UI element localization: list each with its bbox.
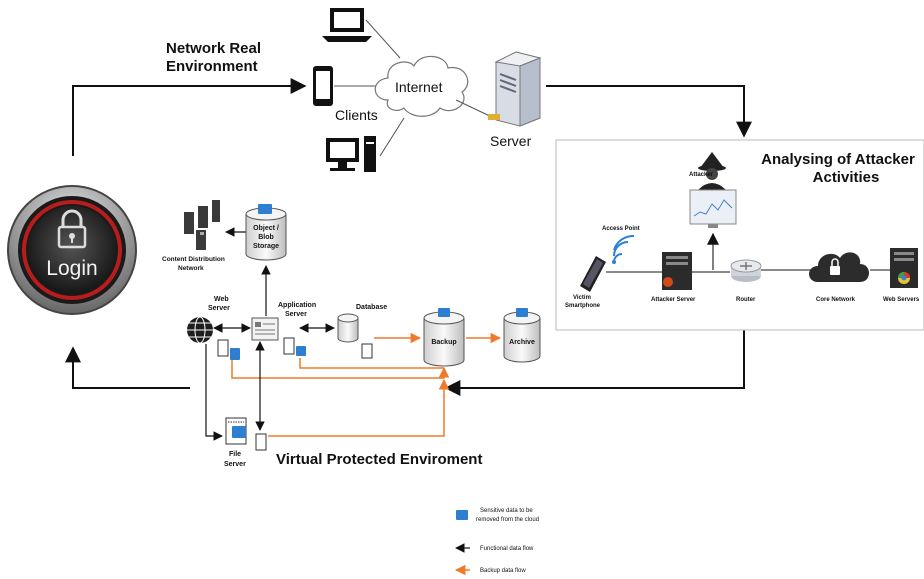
server-label: Server: [490, 133, 532, 149]
wifi-icon: [612, 234, 635, 264]
legend: Sensitive data to be removed from the cl…: [454, 508, 539, 576]
network-real-title-2: Environment: [166, 58, 258, 75]
arrow-web-to-file-server: [205, 344, 223, 441]
core-network-cloud-icon: [809, 252, 869, 282]
sensitive-data-icon: [232, 426, 246, 438]
virtual-env-title: Virtual Protected Enviroment: [276, 451, 482, 468]
web-servers-icon: [890, 248, 918, 288]
attacker-icon: [698, 152, 726, 190]
archive-label: Archive: [509, 339, 535, 346]
desktop-icon: [326, 136, 376, 172]
cdn-label-1: Content Distribution: [162, 256, 225, 263]
app-server-label-1: Application: [278, 302, 316, 309]
victim-label-1: Victim: [573, 295, 591, 301]
object-blob-storage-icon: [245, 204, 287, 261]
arrow-server-to-analysis: [546, 85, 752, 138]
backup-flow-file-to-backup: [268, 378, 450, 437]
legend-backup-label: Backup data flow: [480, 568, 526, 574]
file-server-label-1: File: [229, 451, 241, 458]
access-point-label: Access Point: [602, 226, 640, 232]
sensitive-data-icon: [230, 348, 240, 360]
internet-label: Internet: [395, 79, 443, 95]
laptop-icon: [322, 8, 372, 42]
object-storage-label-2: Blob: [258, 234, 274, 241]
app-server-doc-icon: [283, 337, 306, 356]
attacker-server-icon: [662, 252, 692, 290]
attacker-label: Attacker: [689, 172, 714, 178]
archive-icon: [503, 308, 541, 363]
sensitive-data-icon: [438, 308, 450, 317]
web-server-doc-icon: [217, 339, 240, 360]
object-storage-label-3: Storage: [253, 243, 279, 250]
web-server-label-2: Server: [208, 305, 230, 312]
login-label: Login: [46, 257, 97, 280]
attacker-analysis-panel: Analysing of Attacker Activities Attacke…: [555, 139, 924, 331]
arrow-virtual-to-login: [65, 346, 190, 389]
legend-sensitive-icon: [456, 510, 468, 520]
legend-sensitive-1: Sensitive data to be: [480, 508, 533, 514]
link-desktop-internet: [379, 117, 405, 157]
web-server-globe-icon: [187, 316, 213, 344]
victim-label-2: Smartphone: [565, 303, 601, 309]
file-server-icon: [225, 417, 267, 451]
sensitive-data-icon: [296, 346, 306, 356]
sensitive-data-icon: [258, 204, 272, 214]
backup-label: Backup: [431, 339, 456, 346]
database-label: Database: [356, 304, 387, 311]
arrow-analysis-to-virtual: [444, 330, 745, 396]
padlock-icon: [57, 209, 87, 249]
internet-cloud-icon: [374, 55, 469, 117]
network-real-title-1: Network Real: [166, 40, 261, 57]
arrow-login-to-clients: [72, 78, 307, 156]
database-icon: [337, 313, 373, 359]
content-distribution-network-icon: [184, 200, 220, 250]
router-label: Router: [736, 297, 756, 303]
backup-flow-web-to-backup: [231, 360, 450, 379]
legend-functional-label: Functional data flow: [480, 546, 534, 552]
link-internet-server: [455, 99, 495, 119]
core-network-label: Core Network: [816, 297, 856, 303]
victim-smartphone-icon: [580, 256, 606, 292]
analysis-title-1: Analysing of Attacker: [761, 151, 915, 168]
link-laptop-internet: [365, 19, 401, 59]
attacker-server-label: Attacker Server: [651, 297, 696, 303]
login-button[interactable]: Login: [7, 185, 137, 315]
analysis-title-2: Activities: [813, 169, 880, 186]
sensitive-data-icon: [516, 308, 528, 317]
application-server-icon: [251, 317, 279, 341]
web-server-label-1: Web: [214, 296, 229, 303]
backup-flow-app-to-backup: [299, 358, 444, 369]
backup-icon: [423, 308, 465, 367]
clients-label: Clients: [335, 107, 378, 123]
web-servers-label: Web Servers: [883, 297, 920, 303]
object-storage-label-1: Object /: [253, 225, 279, 232]
monitor-icon: [689, 189, 737, 228]
legend-sensitive-2: removed from the cloud: [476, 517, 539, 523]
router-icon: [730, 259, 762, 282]
file-server-label-2: Server: [224, 461, 246, 468]
server-icon: [488, 51, 542, 127]
cdn-label-2: Network: [178, 265, 204, 272]
smartphone-icon: [313, 66, 333, 106]
app-server-label-2: Server: [285, 311, 307, 318]
